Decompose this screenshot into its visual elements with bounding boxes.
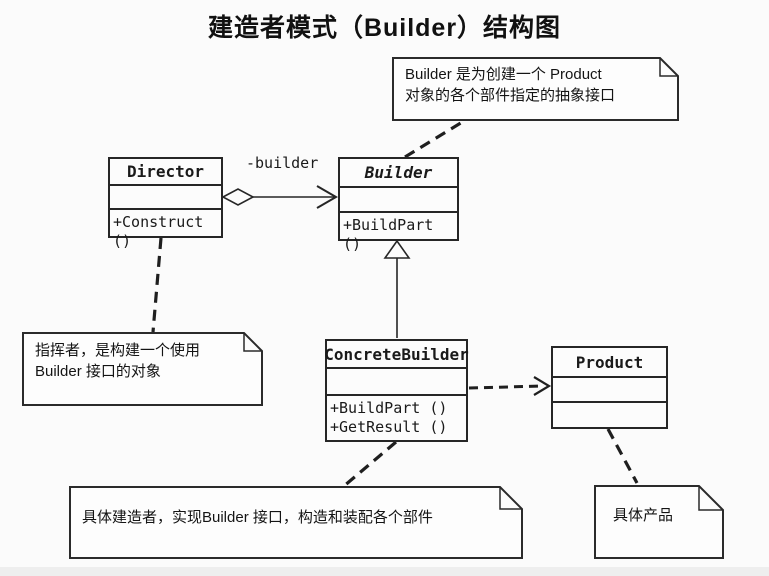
note-fold-icon bbox=[698, 486, 723, 511]
note-shape-director bbox=[22, 332, 263, 406]
note-line: Builder 接口的对象 bbox=[35, 363, 161, 380]
association-role-label: -builder bbox=[246, 154, 319, 172]
method-label: +BuildPart () bbox=[330, 399, 448, 417]
method-label: +Construct () bbox=[113, 213, 204, 250]
note-line: 指挥者，是构建一个使用 bbox=[35, 342, 201, 359]
class-box-director: Director +Construct () bbox=[108, 157, 223, 250]
note-builder: Builder 是为创建一个 Product 对象的各个部件指定的抽象接口 bbox=[405, 64, 615, 106]
class-box-concrete-builder: ConcreteBuilder +BuildPart () +GetResult… bbox=[324, 339, 469, 442]
method-label: +GetResult () bbox=[330, 418, 448, 436]
note-line: Builder 是为创建一个 Product bbox=[405, 66, 602, 83]
note-fold-icon bbox=[243, 333, 262, 352]
generalization-connector bbox=[383, 239, 411, 338]
note-concrete-builder: 具体建造者，实现Builder 接口，构造和装配各个部件 bbox=[82, 507, 433, 528]
note-line: 具体建造者，实现Builder 接口，构造和装配各个部件 bbox=[82, 509, 433, 526]
note-director: 指挥者，是构建一个使用 Builder 接口的对象 bbox=[35, 340, 200, 382]
class-name: ConcreteBuilder bbox=[324, 341, 469, 369]
note-shape-concrete-builder bbox=[69, 486, 523, 559]
aggregation-connector bbox=[221, 185, 338, 209]
product-note-link bbox=[606, 428, 639, 484]
class-box-product: Product bbox=[551, 346, 668, 429]
class-attributes-compartment bbox=[327, 369, 466, 396]
scan-artifact-strip bbox=[0, 567, 769, 576]
note-line: 具体产品 bbox=[613, 507, 674, 524]
class-attributes-compartment bbox=[340, 188, 457, 213]
note-shape-product bbox=[594, 485, 724, 559]
director-note-link bbox=[151, 237, 163, 333]
method-label: +BuildPart () bbox=[343, 216, 434, 253]
class-attributes-compartment bbox=[110, 186, 221, 210]
class-methods-compartment: +BuildPart () bbox=[340, 213, 457, 254]
class-name: Product bbox=[553, 348, 666, 378]
concrete-builder-note-link bbox=[342, 440, 398, 488]
hollow-triangle-icon bbox=[383, 239, 411, 259]
class-methods-compartment bbox=[553, 403, 666, 406]
class-methods-compartment: +Construct () bbox=[110, 210, 221, 251]
class-name: Director bbox=[110, 159, 221, 186]
class-methods-compartment: +BuildPart () +GetResult () bbox=[327, 396, 466, 437]
note-fold-icon bbox=[659, 58, 678, 77]
note-product: 具体产品 bbox=[613, 505, 673, 526]
diagram-title: 建造者模式（Builder）结构图 bbox=[207, 14, 562, 42]
open-arrowhead-icon bbox=[533, 376, 552, 396]
class-attributes-compartment bbox=[553, 378, 666, 403]
note-fold-icon bbox=[499, 487, 522, 510]
aggregation-diamond-icon bbox=[221, 188, 255, 206]
class-name: Builder bbox=[340, 159, 457, 188]
note-line: 对象的各个部件指定的抽象接口 bbox=[405, 87, 616, 104]
dependency-connector bbox=[468, 376, 552, 396]
builder-note-link bbox=[404, 119, 465, 159]
note-shape-builder bbox=[392, 57, 679, 121]
class-box-builder: Builder +BuildPart () bbox=[338, 157, 459, 253]
open-arrowhead-icon bbox=[316, 185, 338, 209]
